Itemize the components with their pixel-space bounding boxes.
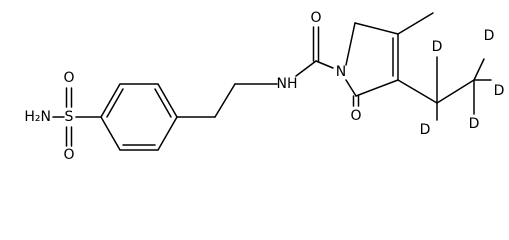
atom-deuterium-1: D <box>432 39 443 55</box>
atom-deuterium-3: D <box>494 83 505 99</box>
bond-ch2-ch2 <box>214 83 236 118</box>
atom-label-layer: H₂N S O O NH O N O D D D D D <box>24 10 504 163</box>
bond-cd2-cd3 <box>436 79 475 104</box>
bond-cd3-d3 <box>473 58 485 81</box>
atom-carbonyl-o-top: O <box>310 10 321 26</box>
bond-carbonyl-ringn <box>315 60 334 69</box>
bond-c2-ringn <box>345 79 357 97</box>
atom-sulfonyl-o-bottom: O <box>63 147 74 163</box>
atom-deuterium-5: D <box>420 122 431 138</box>
atom-amide-nh: NH <box>277 76 298 92</box>
atom-lactam-o: O <box>350 108 361 124</box>
atom-deuterium-4: D <box>469 116 480 132</box>
atom-deuterium-2: D <box>484 28 495 44</box>
bond-ringn-ch2 <box>345 22 356 66</box>
atom-sulfonamide-n: H₂N <box>24 109 51 125</box>
atom-ring-n: N <box>336 64 346 80</box>
benzene-double-bond-1 <box>106 88 124 118</box>
chemical-structure: H₂N S O O NH O N O D D D D D <box>24 10 504 163</box>
benzene-double-bond-2 <box>154 88 172 118</box>
bond-c3-cd2 <box>397 79 438 104</box>
benzene-ring <box>100 83 178 151</box>
bond-nh-carbonyl <box>295 60 317 77</box>
bond-c4-methyl <box>397 12 434 35</box>
bond-ch2-c4 <box>354 22 399 35</box>
bond-c3-c2 <box>355 79 399 97</box>
bond-layer <box>52 12 492 151</box>
atom-sulfur: S <box>65 109 74 125</box>
atom-sulfonyl-o-top: O <box>63 70 74 86</box>
